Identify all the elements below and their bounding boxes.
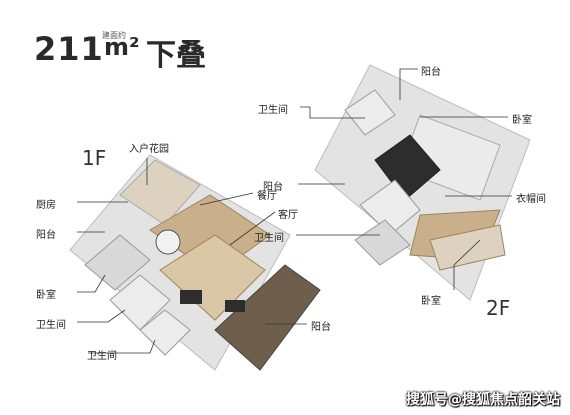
label-bedroom-2f-right: 卧室 [512, 115, 532, 126]
label-dining: 餐厅 [257, 191, 277, 202]
area-prefix: 建面约 [102, 31, 126, 40]
floor-label-1f: 1F [82, 146, 107, 170]
label-balcony-2f-left: 阳台 [263, 182, 283, 193]
label-bathroom-2f-top: 卫生间 [258, 105, 288, 116]
label-cloakroom: 衣帽间 [516, 194, 546, 205]
model-2f [314, 64, 531, 301]
label-bedroom-1f: 卧室 [36, 290, 56, 301]
leader-lines-1f [77, 158, 307, 354]
label-entry-garden: 入户花园 [129, 144, 169, 155]
label-living: 客厅 [278, 210, 298, 221]
label-kitchen: 厨房 [36, 200, 56, 211]
label-bathroom-2f-left: 卫生间 [254, 233, 284, 244]
area-number: 211 [34, 30, 104, 68]
area-unit: m² [104, 33, 140, 61]
label-bathroom-1f-b: 卫生间 [87, 351, 117, 362]
leader-lines-2f [296, 68, 512, 290]
watermark: 搜狐号@搜狐焦点韶关站 [406, 392, 560, 408]
floor-label-2f: 2F [486, 296, 511, 320]
label-balcony-1f-left: 阳台 [36, 230, 56, 241]
model-1f [69, 154, 321, 371]
label-bedroom-2f-bottom: 卧室 [421, 296, 441, 307]
label-bathroom-1f-a: 卫生间 [36, 320, 66, 331]
label-balcony-1f-bottom: 阳台 [311, 322, 331, 333]
label-balcony-2f-top: 阳台 [421, 67, 441, 78]
unit-type: 下叠 [146, 38, 206, 73]
